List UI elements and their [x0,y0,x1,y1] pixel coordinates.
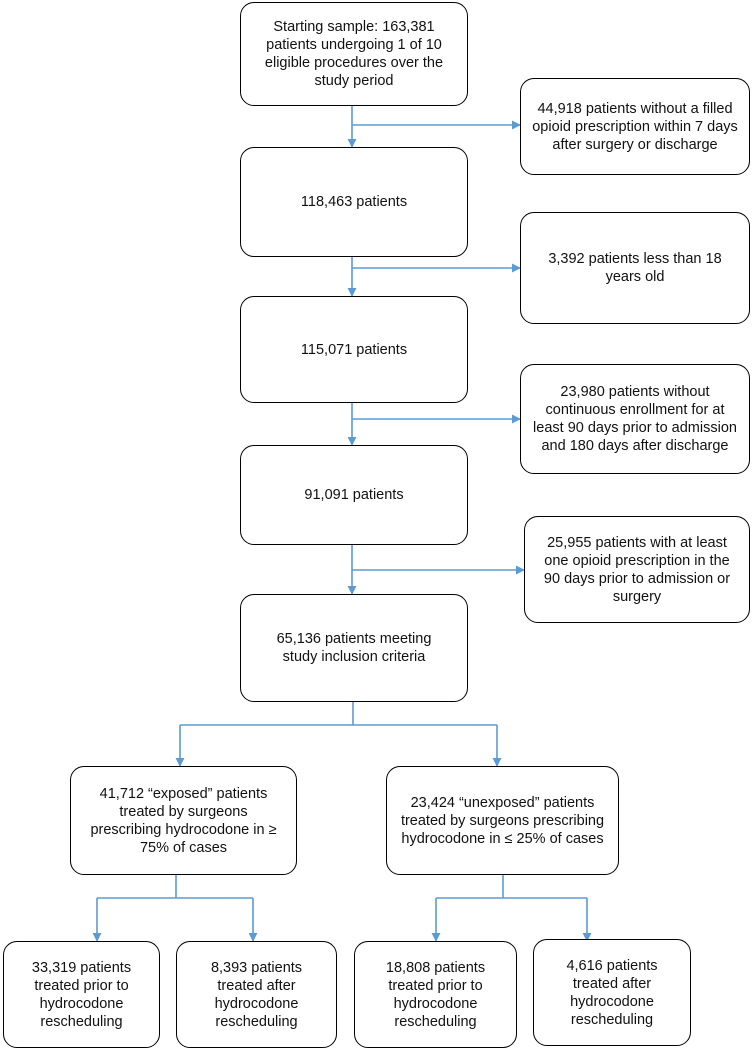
patients-91091-box: 91,091 patients [240,445,468,545]
start-sample-box: Starting sample: 163,381 patients underg… [240,2,468,106]
inclusion-criteria-box: 65,136 patients meeting study inclusion … [240,594,468,702]
patients-115071-box: 115,071 patients [240,296,468,403]
unexposed-after-box: 4,616 patients treated after hydrocodone… [533,939,691,1046]
exposed-after-box: 8,393 patients treated after hydrocodone… [176,941,337,1048]
exclusion-no-opioid-box: 44,918 patients without a filled opioid … [520,78,750,175]
unexposed-group-box: 23,424 “unexposed” patients treated by s… [386,766,619,875]
exposed-prior-box: 33,319 patients treated prior to hydroco… [3,941,160,1048]
exclusion-enrollment-box: 23,980 patients without continuous enrol… [520,364,750,474]
unexposed-prior-box: 18,808 patients treated prior to hydroco… [354,941,517,1048]
patients-118463-box: 118,463 patients [240,147,468,257]
exposed-group-box: 41,712 “exposed” patients treated by sur… [70,766,297,875]
exclusion-under-18-box: 3,392 patients less than 18 years old [520,212,750,324]
exclusion-prior-opioid-box: 25,955 patients with at least one opioid… [524,516,750,623]
